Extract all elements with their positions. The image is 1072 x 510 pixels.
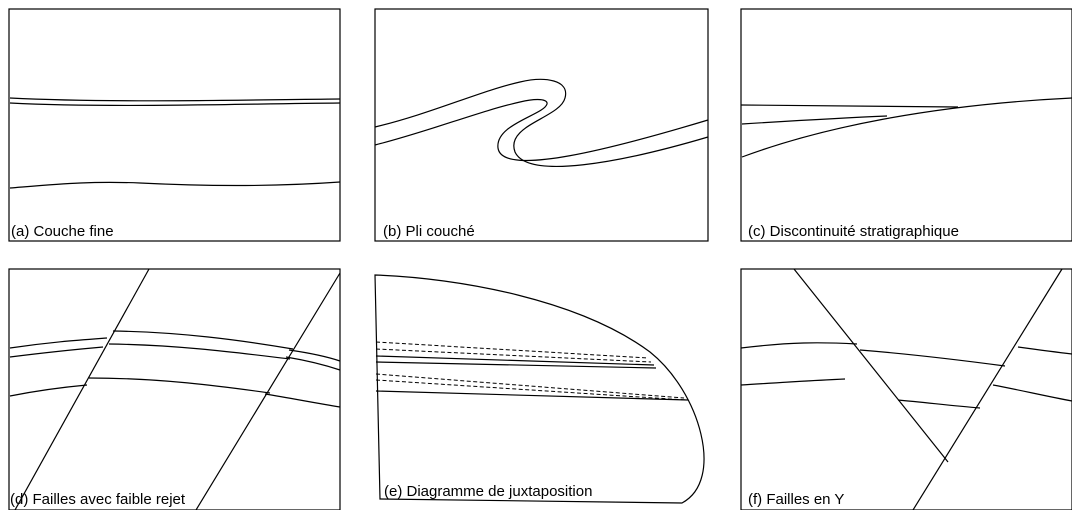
solid-horizon-2 (375, 361, 657, 369)
bed3-left (9, 384, 88, 397)
juxtaposition-outline (374, 274, 705, 504)
bed1-central-block (859, 349, 1006, 367)
panel-b-caption: (b) Pli couché (383, 223, 475, 240)
fault-y-left (793, 268, 949, 463)
panel-f: (f) Failles en Y (740, 268, 1072, 510)
fault-y-right (912, 268, 1063, 510)
bed1-left (9, 337, 108, 349)
panel-c-frame (740, 8, 1072, 242)
bed3-middle (88, 377, 271, 394)
solid-horizon-1 (375, 355, 655, 366)
panel-d: (d) Failles avec faible rejet (8, 268, 341, 510)
panel-d-caption: (d) Failles avec faible rejet (10, 491, 186, 508)
panel-a-frame (8, 8, 341, 242)
panel-b: (b) Pli couché (374, 8, 709, 242)
recumbent-fold-inner (374, 98, 709, 162)
thin-layer-top (9, 97, 341, 102)
panel-f-frame (740, 268, 1072, 510)
bed1-middle (112, 330, 294, 350)
bed1-right-block (1017, 346, 1072, 355)
panel-a: (a) Couche fine (8, 8, 341, 242)
recumbent-fold-outer (374, 78, 709, 167)
bed2-right (285, 356, 341, 371)
dashed-horizon-1 (375, 341, 649, 359)
bed3-right (264, 393, 341, 408)
panel-c: (c) Discontinuité stratigraphique (740, 8, 1072, 242)
solid-horizon-3 (375, 390, 689, 401)
unconformity-surface (741, 97, 1072, 158)
dashed-horizon-3 (375, 373, 685, 399)
bed2-central-block (897, 399, 981, 409)
panel-e-caption: (e) Diagramme de juxtaposition (384, 483, 592, 500)
panel-e: (e) Diagramme de juxtaposition (374, 274, 705, 504)
dashed-horizon-2 (375, 348, 652, 363)
panel-d-frame (8, 268, 341, 510)
panel-f-caption: (f) Failles en Y (748, 491, 844, 508)
bed2-right-block (992, 384, 1072, 402)
lower-horizon (9, 181, 341, 189)
panel-a-caption: (a) Couche fine (11, 223, 114, 240)
bed2-left (9, 346, 104, 358)
truncated-bed (741, 115, 888, 125)
bed2-middle (108, 343, 291, 360)
bed2-left-block (740, 378, 846, 386)
upper-horizontal-bed (740, 104, 959, 108)
panel-b-frame (374, 8, 709, 242)
bed1-right (288, 349, 341, 362)
fault-left (14, 268, 150, 510)
fault-right (195, 272, 341, 510)
thin-layer-bottom (9, 102, 341, 107)
panel-c-caption: (c) Discontinuité stratigraphique (748, 223, 959, 240)
dashed-horizon-4 (375, 379, 687, 401)
bed1-left-block (740, 342, 858, 349)
